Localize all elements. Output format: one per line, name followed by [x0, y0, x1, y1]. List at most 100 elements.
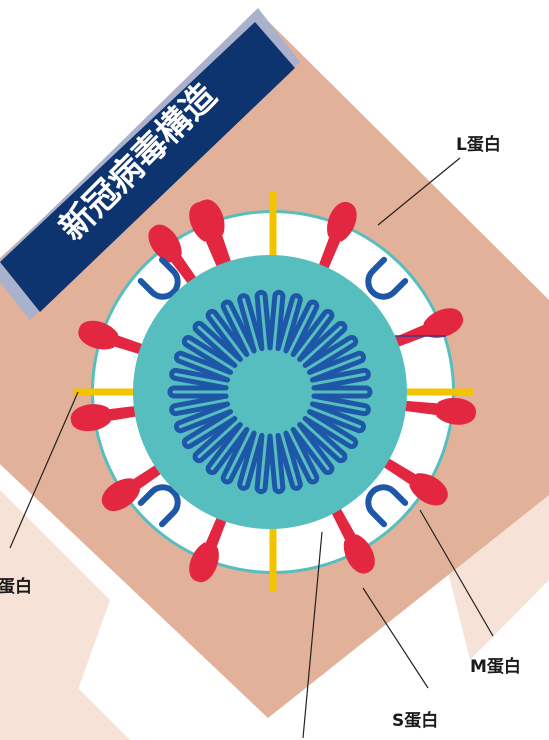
- rna-loop: [267, 432, 286, 495]
- s-spike: [195, 199, 234, 272]
- rna-hairpin: [307, 350, 366, 383]
- rna-hairpin: [220, 427, 257, 485]
- rna-hairpin: [192, 320, 243, 368]
- s-spike-head: [327, 201, 357, 242]
- rna-hairpin: [311, 385, 373, 399]
- rna-loop: [220, 299, 257, 357]
- s-spike-stalk: [380, 456, 421, 488]
- rna-loop: [169, 393, 230, 417]
- s-spike: [317, 201, 357, 274]
- e-protein: [269, 192, 277, 262]
- rna-hairpin: [283, 299, 320, 357]
- m-protein-loop: [365, 256, 409, 300]
- m-protein: [137, 484, 181, 528]
- shadow-diamond-right: [445, 470, 549, 660]
- rna-loop: [311, 385, 373, 399]
- s-spike-stalk: [209, 230, 234, 272]
- m-protein: [365, 256, 409, 300]
- e-protein-bar: [269, 522, 277, 592]
- rna-hairpin: [220, 299, 257, 357]
- rna-hairpin: [174, 350, 233, 383]
- s-spike-head: [101, 478, 141, 512]
- rna-hairpin: [237, 293, 265, 354]
- rna-loop: [254, 289, 273, 352]
- rna-hairpin: [237, 430, 265, 491]
- l-protein-label: L蛋白: [456, 134, 501, 155]
- s-spike-stalk: [203, 510, 229, 552]
- rna-hairpin: [290, 422, 335, 476]
- s-spike-head: [195, 199, 225, 240]
- shadow-diamond-left: [0, 490, 110, 740]
- rna-loop: [169, 367, 230, 391]
- s-spike-head: [189, 542, 219, 583]
- virus-particle: [70, 192, 476, 592]
- m-protein-label: M蛋白: [470, 656, 521, 677]
- rna-hairpin: [302, 409, 359, 449]
- rna-loop: [297, 320, 348, 368]
- shadow-diamond-lower: [0, 650, 130, 740]
- s-spike-head: [343, 534, 375, 574]
- s-spike: [189, 510, 229, 583]
- e-protein-bar: [73, 388, 143, 396]
- rna-loop: [192, 416, 243, 464]
- m-protein: [137, 256, 181, 300]
- rna-loop: [302, 335, 359, 375]
- rna-hairpin: [297, 320, 348, 368]
- virus-core: [133, 255, 407, 529]
- rna-hairpin: [174, 401, 233, 434]
- rna-loop: [254, 432, 273, 495]
- rna-hairpin: [169, 367, 230, 391]
- rna-loop: [237, 430, 265, 491]
- rna-hairpin: [310, 393, 371, 417]
- rna-loop: [192, 320, 243, 368]
- rna-hairpin: [205, 308, 250, 362]
- rna-hairpin: [181, 409, 238, 449]
- rna-loop: [267, 289, 286, 352]
- rna-hairpin: [254, 289, 273, 352]
- rna-hairpin: [290, 308, 335, 362]
- e-protein: [73, 388, 143, 396]
- rna-loop: [275, 430, 303, 491]
- m-protein-loop: [365, 484, 409, 528]
- e-protein: [269, 522, 277, 592]
- s-spike-head: [436, 397, 476, 425]
- rna-loop: [310, 367, 371, 391]
- rna-loop: [205, 422, 250, 476]
- s-spike-head: [78, 320, 119, 350]
- rna-loop: [181, 335, 238, 375]
- rna-hairpin: [302, 335, 359, 375]
- title-banner: [0, 22, 295, 312]
- rna-hairpin: [167, 385, 229, 399]
- rna-hairpin: [297, 416, 348, 464]
- s-spike-head: [70, 404, 111, 432]
- rna-loop: [174, 350, 233, 383]
- rna-loop: [275, 293, 303, 354]
- rna-hairpin: [267, 432, 286, 495]
- rna-hairpin: [283, 427, 320, 485]
- rna-loop: [283, 299, 320, 357]
- rna-loop: [290, 422, 335, 476]
- rna-loop: [167, 385, 229, 399]
- s-spike-head: [409, 473, 448, 506]
- rna-hairpin: [275, 430, 303, 491]
- rna-loop: [237, 293, 265, 354]
- s-spike-stalk: [401, 400, 443, 416]
- e-protein-bar: [403, 388, 473, 396]
- m-protein-loop: [137, 256, 181, 300]
- rna-hairpin: [307, 401, 366, 434]
- s-spike: [401, 397, 476, 425]
- rna-loop: [302, 409, 359, 449]
- m-protein-leader: [419, 509, 494, 637]
- rna-loop: [174, 401, 233, 434]
- s-spike-head: [148, 224, 182, 263]
- rna-hairpin: [275, 293, 303, 354]
- s-spike: [380, 456, 448, 506]
- e-protein-label: 蛋白: [0, 576, 32, 597]
- rna-hairpin: [310, 367, 371, 391]
- core-leader: [302, 531, 323, 739]
- s-spike-stalk: [317, 232, 343, 274]
- m-protein: [365, 484, 409, 528]
- rna-hairpin: [169, 393, 230, 417]
- rna-loop: [220, 427, 257, 485]
